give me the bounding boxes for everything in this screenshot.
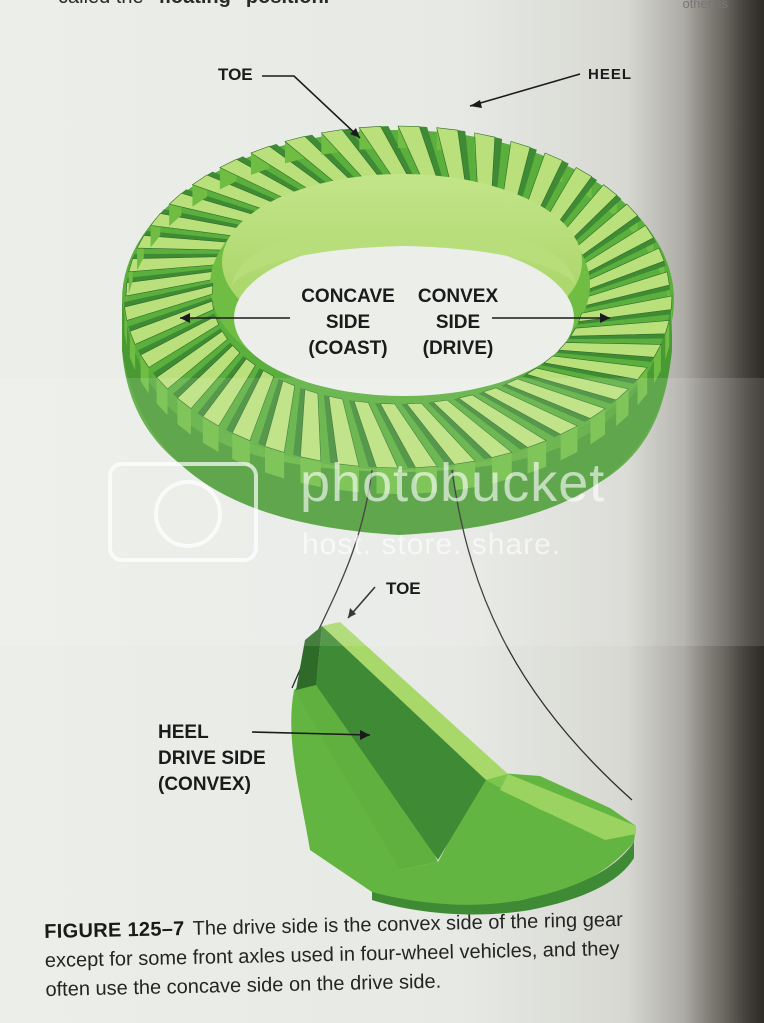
label-toe-top: TOE bbox=[218, 65, 253, 84]
gear-tooth-flank bbox=[401, 403, 455, 466]
gear-tooth-top bbox=[140, 315, 220, 368]
leader-arrowheads bbox=[180, 100, 610, 740]
gear-tooth-flank bbox=[568, 333, 666, 340]
previous-paragraph-fragment: called the "floating" position. bbox=[58, 0, 329, 9]
gear-tooth-flank bbox=[124, 282, 214, 308]
label-concave-line2: SIDE bbox=[325, 312, 371, 333]
gear-tooth-flank bbox=[152, 328, 223, 378]
gear-bore bbox=[210, 174, 590, 396]
gear-tooth-flank bbox=[138, 313, 216, 355]
gear-tooth-top bbox=[353, 400, 399, 469]
gear-tooth-flank bbox=[143, 230, 240, 243]
gear-tooth-flank bbox=[126, 268, 219, 283]
gear-tooth-face bbox=[156, 377, 168, 415]
gear-tooth-flank bbox=[501, 384, 591, 422]
gear-tooth-top bbox=[156, 330, 228, 390]
label-convex-line2: SIDE bbox=[435, 312, 481, 333]
page-gutter-shadow bbox=[684, 0, 764, 1023]
gear-tooth-face bbox=[129, 331, 136, 371]
gear-tooth-flank bbox=[132, 253, 228, 259]
gear-tooth-top bbox=[379, 403, 438, 468]
gear-tooth-flank bbox=[580, 237, 657, 279]
label-convex-line3: (DRIVE) bbox=[422, 338, 494, 359]
gear-tooth-face bbox=[232, 432, 250, 467]
gear-tooth-face bbox=[616, 388, 629, 427]
gear-tooth-top bbox=[458, 394, 547, 448]
label-concave-line3: (COAST) bbox=[308, 338, 388, 359]
gear-tooth-face bbox=[300, 456, 321, 488]
gear-tooth-face bbox=[376, 467, 398, 494]
watermark-brand: photobucket bbox=[300, 453, 606, 513]
gear-tooth-face bbox=[590, 408, 606, 445]
gear-tooth-face bbox=[415, 466, 437, 494]
label-heel-top: HEEL bbox=[588, 66, 633, 83]
gear-tooth-top bbox=[570, 320, 670, 337]
gear-tooth-flank bbox=[582, 285, 670, 310]
gear-tooth-flank bbox=[160, 209, 256, 231]
gear-front-teeth bbox=[124, 282, 673, 494]
gear-tooth-flank bbox=[573, 215, 642, 265]
watermark-band bbox=[0, 378, 764, 646]
gear-tooth-flank bbox=[478, 392, 561, 438]
gear-tooth-flank bbox=[427, 402, 492, 460]
gear-tooth-face bbox=[665, 320, 670, 360]
gear-tooth-face bbox=[177, 398, 191, 435]
gear-tooth-flank bbox=[556, 350, 655, 362]
corner-text-fragment: other, is bbox=[682, 0, 728, 11]
gear-tooth-top bbox=[432, 399, 513, 458]
label-heel-line2: DRIVE SIDE bbox=[158, 748, 266, 769]
gear-tooth-top bbox=[505, 378, 606, 419]
gear-tooth-flank bbox=[258, 378, 283, 447]
gear-tooth-top bbox=[525, 367, 630, 401]
label-convex-side: CONVEX SIDE (DRIVE) bbox=[408, 284, 508, 362]
gear-tooth-face bbox=[337, 463, 360, 493]
gear-tooth-flank bbox=[293, 387, 305, 457]
label-toe-detail: TOE bbox=[386, 579, 421, 598]
camera-icon bbox=[108, 462, 258, 562]
gear-tooth-face bbox=[491, 452, 512, 484]
gear-tooth-face bbox=[560, 425, 578, 461]
gear-tooth-face bbox=[527, 440, 547, 474]
gear-tooth-flank bbox=[540, 362, 638, 384]
gear-tooth-top bbox=[558, 342, 662, 358]
gear-tooth-top bbox=[264, 380, 296, 453]
label-concave-line1: CONCAVE bbox=[301, 286, 395, 307]
gear-tooth-flank bbox=[522, 374, 617, 404]
gear-tooth-top bbox=[300, 389, 322, 462]
label-heel-line1: HEEL bbox=[158, 722, 209, 743]
gear-tooth-top bbox=[482, 387, 579, 435]
gear-tooth-flank bbox=[348, 400, 377, 468]
gear-tooth-face bbox=[202, 416, 219, 452]
gear-tooth-flank bbox=[583, 261, 666, 295]
gear-tooth-flank bbox=[226, 368, 264, 433]
gear-tooth-flank bbox=[453, 398, 528, 450]
gear-tooth-top bbox=[406, 402, 476, 465]
gear-tooth-top bbox=[543, 355, 648, 380]
gear-tooth-flank bbox=[374, 403, 416, 468]
gear-tooth-flank bbox=[563, 195, 622, 251]
gear-tooth-top bbox=[177, 345, 241, 410]
gear-tooth-top bbox=[231, 370, 275, 442]
label-concave-side: CONCAVE SIDE (COAST) bbox=[288, 284, 408, 362]
gear-tooth-top bbox=[124, 285, 214, 321]
gear-tooth-face bbox=[124, 307, 127, 347]
gear-tooth-face bbox=[671, 296, 672, 336]
gear-tooth-flank bbox=[128, 297, 213, 332]
label-heel-drive-side: HEEL DRIVE SIDE (CONVEX) bbox=[158, 720, 282, 798]
label-convex-line1: CONVEX bbox=[417, 286, 499, 307]
gear-tooth-top bbox=[202, 358, 256, 427]
gear-tooth-flank bbox=[197, 356, 247, 417]
gear-tooth-top bbox=[328, 395, 360, 467]
gear-tooth-flank bbox=[323, 395, 338, 464]
label-heel-line3: (CONVEX) bbox=[158, 774, 251, 795]
tooth-detail bbox=[291, 622, 636, 915]
gear-tooth-face bbox=[264, 446, 285, 479]
figure-number: FIGURE 125–7 bbox=[44, 918, 185, 943]
gear-tooth-face bbox=[454, 461, 476, 491]
watermark-tagline: host. store. share. bbox=[302, 528, 562, 561]
gear-tooth-flank bbox=[172, 342, 233, 399]
